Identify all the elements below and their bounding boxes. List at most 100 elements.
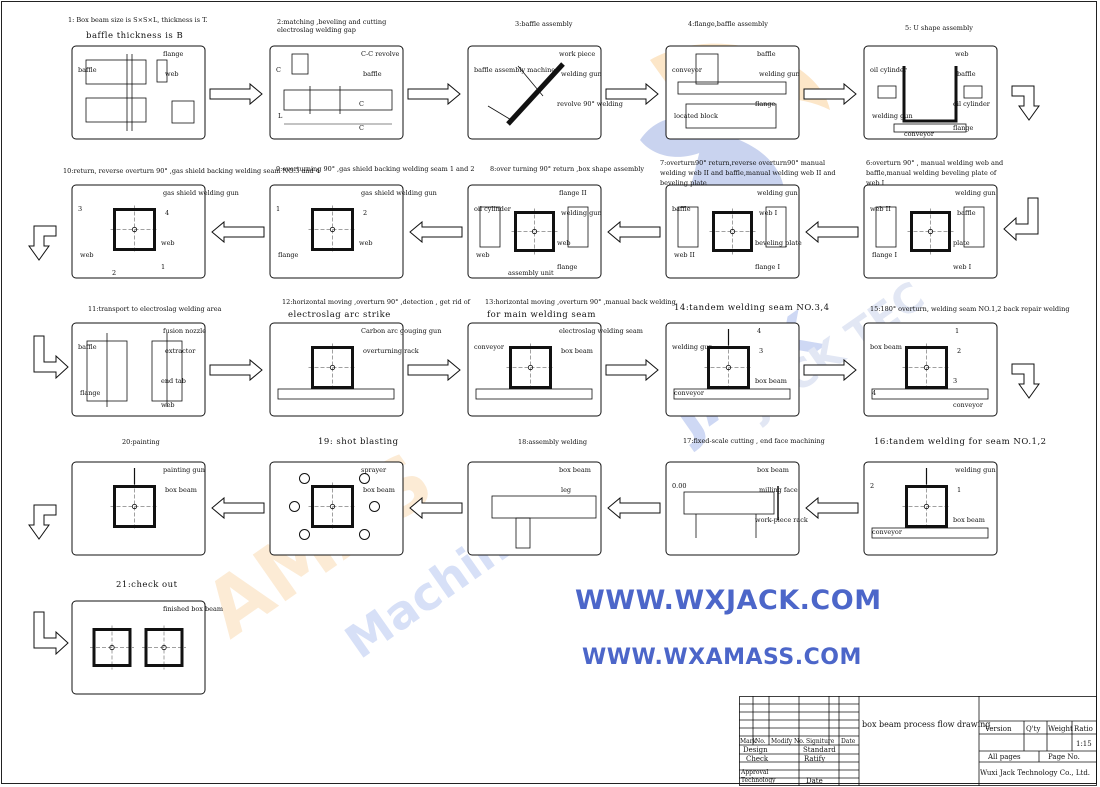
conveyor-part	[871, 388, 989, 400]
step-10-part-label-2: 4	[165, 209, 169, 217]
step-6-part-label-3: web II	[870, 205, 891, 213]
step-4-part-label-5: located block	[674, 112, 718, 120]
side-part	[765, 206, 787, 248]
website-url-1: WWW.WXJACK.COM	[575, 585, 882, 616]
arrow-shape	[409, 496, 463, 520]
panel-frame	[269, 461, 404, 556]
step-6-part-label-1: welding gun	[955, 189, 996, 197]
arrow-shape	[211, 496, 265, 520]
step-8-part-label-3: oil cylinder	[474, 205, 512, 213]
flow-arrow-turn-down	[1011, 363, 1040, 399]
step-12-part-label-1: Carbon arc gouging gun	[361, 327, 441, 335]
step-1-part-label-3: baffle	[78, 66, 97, 74]
step-5-part-label-6: flange	[953, 124, 974, 132]
step-3-part-label-2: welding gun	[561, 70, 602, 78]
panel-frame	[467, 184, 602, 279]
flow-arrow-turn-right	[33, 335, 69, 380]
step-9-part-label-3: 1	[276, 205, 280, 213]
arrow-shape	[407, 358, 461, 382]
side-part	[875, 206, 897, 248]
box-beam-side	[683, 491, 775, 515]
arrow-shape	[33, 335, 69, 380]
tb-ratio-value: 1:15	[1076, 740, 1092, 748]
title-block	[739, 696, 1097, 786]
step-8-part-label-4: web	[557, 239, 571, 247]
panel-frame	[863, 322, 998, 417]
baffle-part	[171, 100, 195, 124]
arrow-shape	[805, 496, 859, 520]
conveyor-part	[673, 388, 791, 400]
step-12-subcaption: electroslag arc strike	[288, 310, 391, 320]
tb-date-2: Date	[806, 777, 823, 785]
step-15-part-label-3: box beam	[870, 343, 902, 351]
step-1-part-label-1: flange	[163, 50, 184, 58]
arrow-shape	[209, 82, 263, 106]
step-15-part-label-5: 4	[872, 389, 876, 397]
step-20-caption: 20:painting	[122, 438, 160, 446]
step-4-part-label-3: conveyor	[672, 66, 703, 74]
step-2-part-label-6: C	[359, 124, 364, 132]
step-5-part-label-4: oil cylinder	[953, 100, 991, 108]
side-part	[963, 206, 985, 248]
flow-arrow-left	[805, 496, 859, 520]
panel-frame	[863, 461, 998, 556]
step-4-caption: 4:flange,baffle assembly	[688, 20, 768, 28]
step-11-part-label-5: flange	[80, 389, 101, 397]
step-4-part-label-2: welding gun	[759, 70, 800, 78]
flow-arrow-right	[407, 358, 461, 382]
tb-qty: Q'ty	[1026, 725, 1041, 733]
step-3-part-label-4: revolve 90° welding	[557, 100, 623, 108]
step-5-part-label-2: baffle	[957, 70, 976, 78]
blast-wheel	[299, 473, 310, 484]
step-5-caption: 5: U shape assembly	[905, 24, 973, 32]
step-19-caption: 19: shot blasting	[318, 437, 399, 447]
step-9-caption: 9:overturning 90° ,gas shield backing we…	[276, 165, 475, 173]
section	[291, 53, 309, 75]
step-16-part-label-5: conveyor	[872, 528, 903, 536]
step-11-part-label-1: fusion nozzle	[163, 327, 206, 335]
arrow-shape	[407, 82, 461, 106]
step-7-caption: 7:overturn90° return,reverse overturn90°…	[660, 159, 836, 187]
panel-frame	[71, 461, 206, 556]
u-shape	[902, 66, 958, 123]
step-7-part-label-3: baffle	[672, 205, 691, 213]
step-8-part-label-5: web	[476, 251, 490, 259]
flow-arrow-left	[607, 220, 661, 244]
step-4-part-label-1: baffle	[757, 50, 776, 58]
arrow-shape	[28, 504, 57, 540]
step-18-caption: 18:assembly welding	[518, 438, 588, 446]
arrow-shape	[409, 220, 463, 244]
tb-modify-no: Modify No.	[771, 738, 805, 745]
step-10-part-label-7: 2	[112, 269, 116, 277]
side-part	[567, 206, 589, 248]
step-14-part-label-2: 3	[759, 347, 763, 355]
flow-arrow-right	[605, 82, 659, 106]
website-url-2: WWW.WXAMASS.COM	[582, 645, 862, 670]
step-11-part-label-2: extractor	[165, 347, 196, 355]
step-7-part-label-4: beveling plate	[755, 239, 802, 247]
step-5-part-label-1: web	[955, 50, 969, 58]
tb-all-pages: All pages	[988, 753, 1021, 761]
tb-signiture: Signiture	[806, 738, 835, 745]
step-14-part-label-4: box beam	[755, 377, 787, 385]
step-20-part-label-2: box beam	[165, 486, 197, 494]
blast-wheel	[289, 501, 300, 512]
step-10-part-label-4: web	[161, 239, 175, 247]
panel-frame	[863, 45, 998, 140]
flow-arrow-turn-down	[28, 504, 57, 540]
tb-standard: Standard	[803, 746, 836, 754]
flow-arrow-left	[409, 496, 463, 520]
step-8-caption: 8:over turning 90° return ,box shape ass…	[490, 165, 645, 173]
web-part	[156, 59, 168, 83]
tb-version: Version	[985, 725, 1012, 733]
tb-ratio: Ratio	[1074, 725, 1093, 733]
